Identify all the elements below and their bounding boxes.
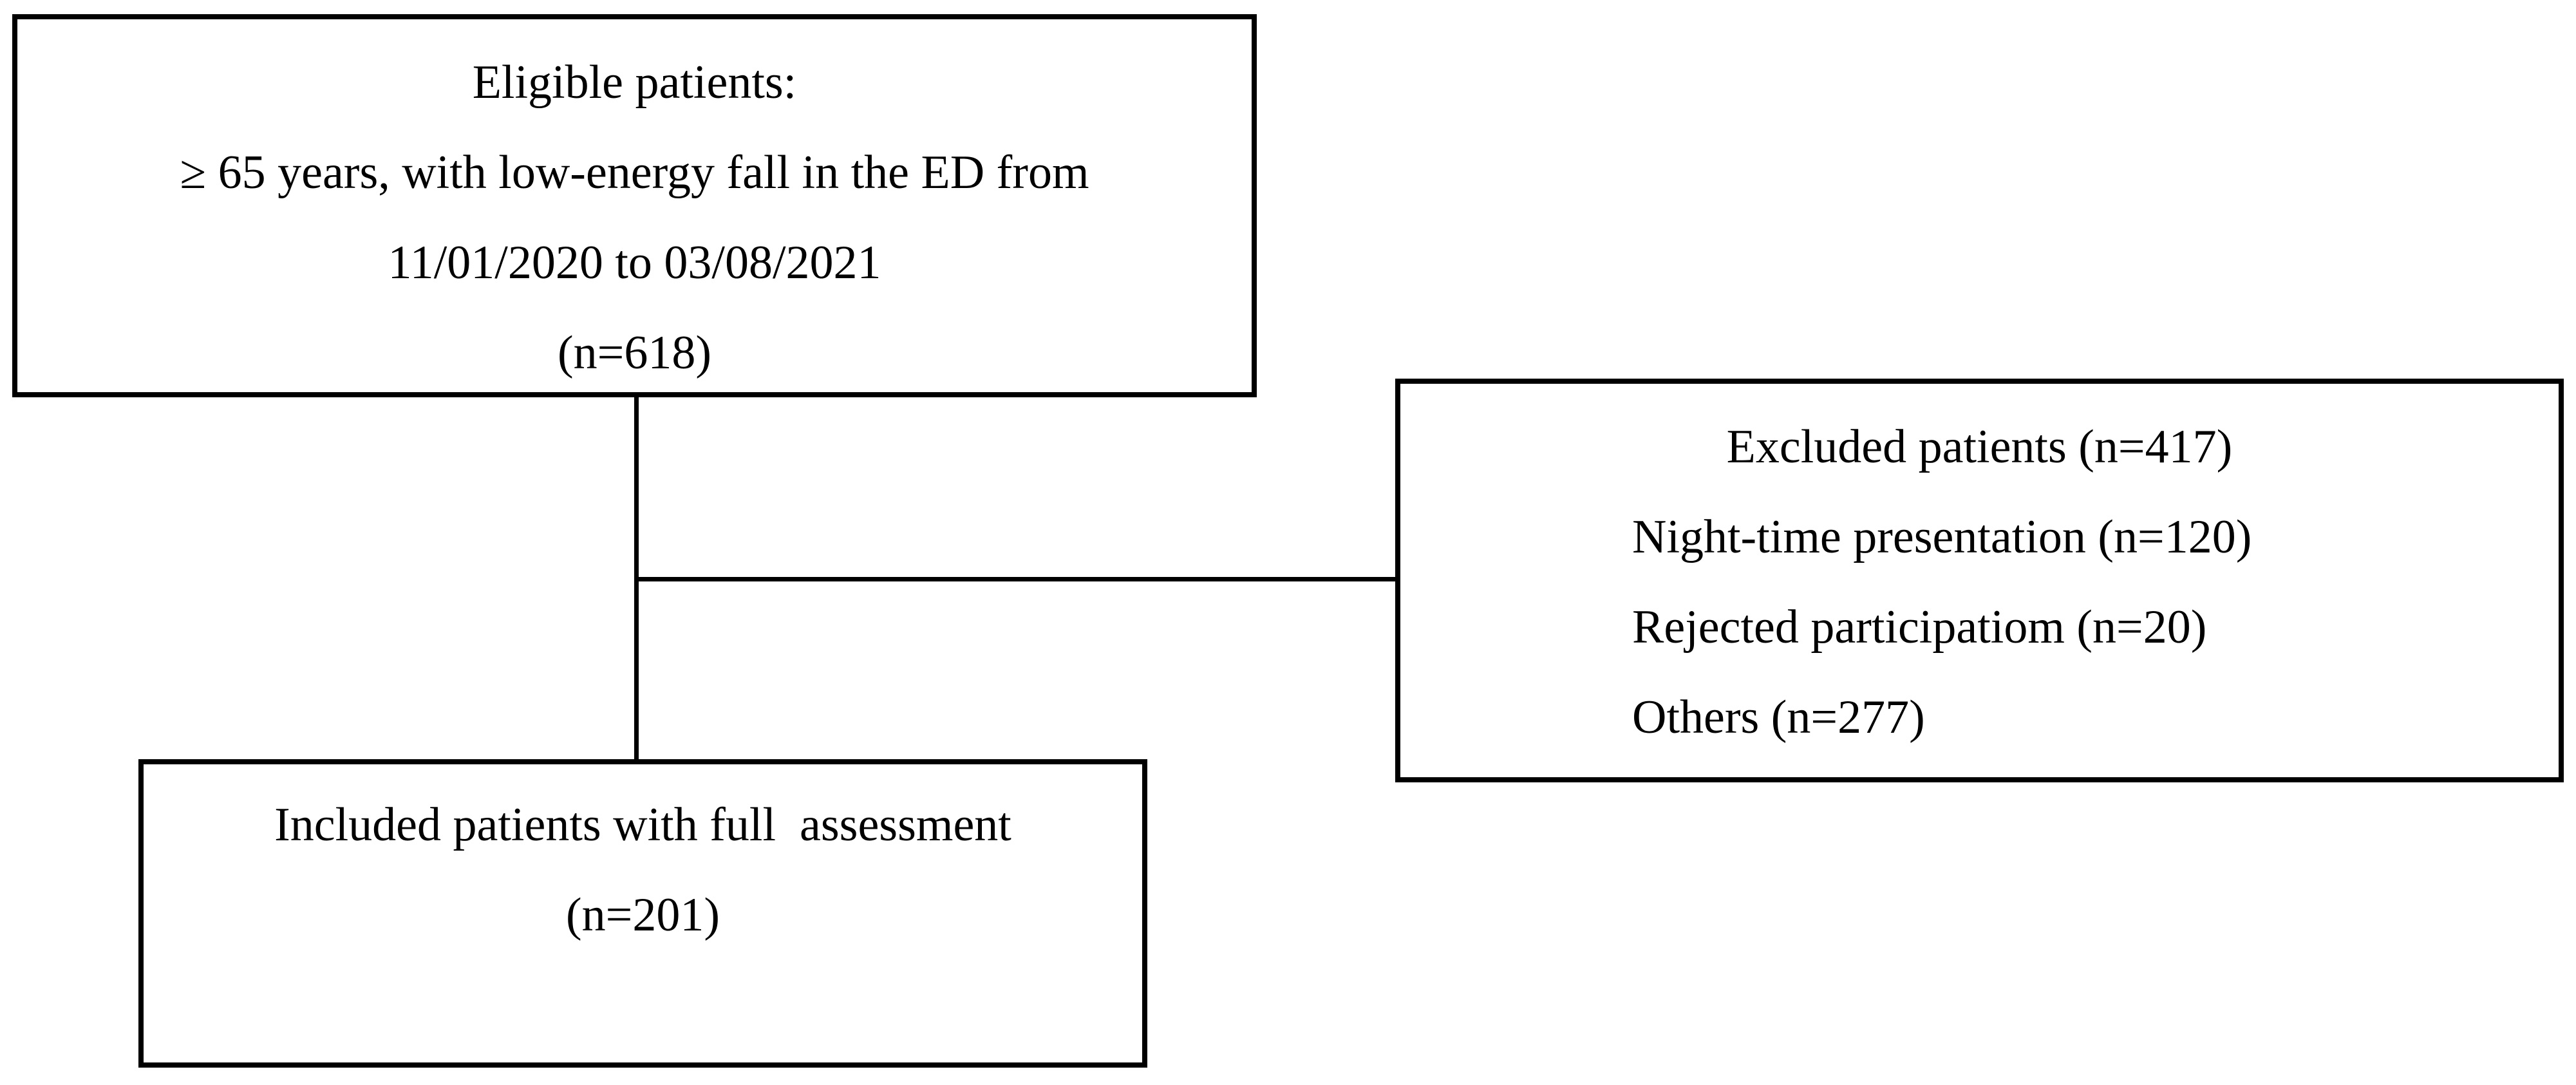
included-patients-box: Included patients with full assessment (… (138, 759, 1147, 1068)
excluded-patients-box: Excluded patients (n=417) Night-time pre… (1395, 379, 2564, 782)
excluded-box-title: Excluded patients (n=417) (1726, 420, 2233, 473)
connector-horizontal-line (636, 577, 1395, 581)
eligible-patients-box: Eligible patients: ≥ 65 years, with low-… (12, 14, 1257, 397)
eligible-box-dates: 11/01/2020 to 03/08/2021 (388, 236, 881, 289)
eligible-box-count: (n=618) (557, 326, 712, 379)
excluded-item-rejected: Rejected participatiom (n=20) (1632, 601, 2207, 654)
eligible-box-criteria: ≥ 65 years, with low-energy fall in the … (180, 146, 1089, 199)
included-box-title: Included patients with full assessment (274, 798, 1011, 851)
excluded-item-others: Others (n=277) (1632, 691, 1925, 744)
included-box-count: (n=201) (565, 889, 720, 941)
excluded-item-night-time: Night-time presentation (n=120) (1632, 511, 2252, 563)
eligible-box-title: Eligible patients: (472, 56, 797, 109)
